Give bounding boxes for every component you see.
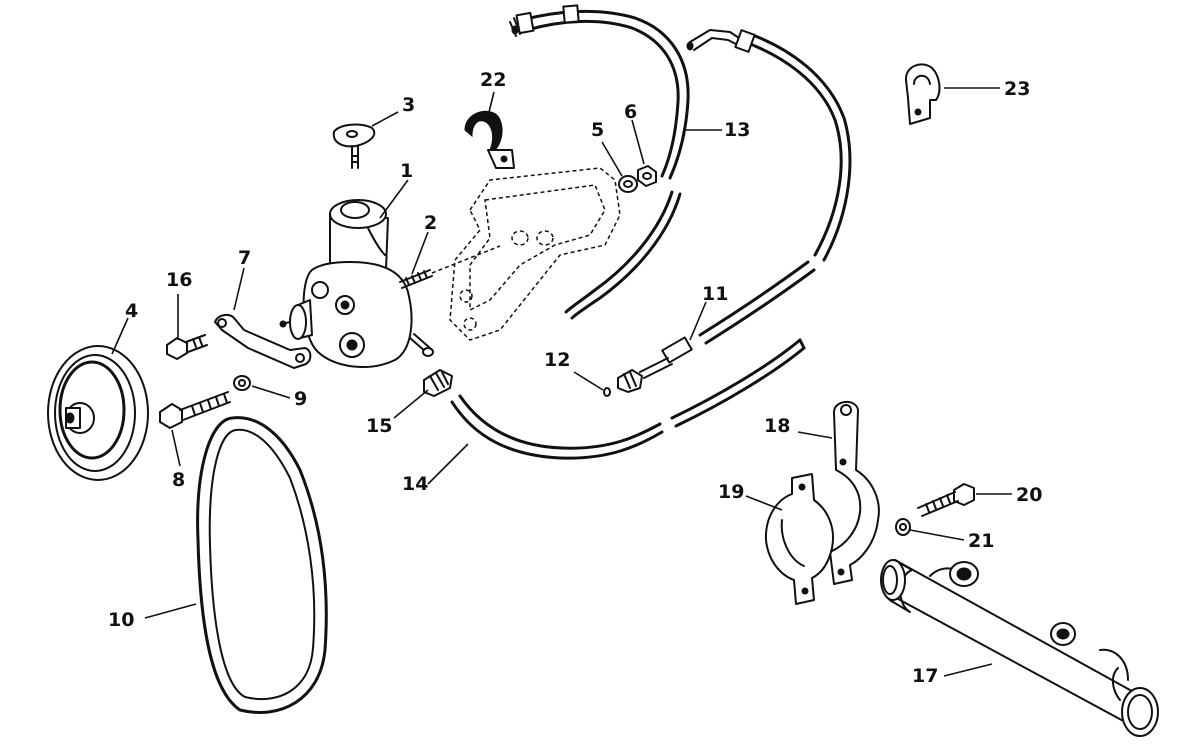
nut-part6 [637, 165, 657, 187]
hose-clamp-top [464, 110, 515, 169]
callout-9: 9 [294, 388, 307, 410]
mounting-strap-part18 [829, 401, 880, 585]
saddle-clamp-part19 [764, 473, 834, 605]
engine-bracket-phantom [449, 167, 621, 341]
callout-23: 23 [1004, 78, 1030, 100]
p-clamp [904, 63, 941, 125]
lock-washer [233, 375, 251, 391]
oil-cooler-part17 [880, 559, 1159, 737]
long-bolt [159, 391, 231, 429]
pump-bracket [214, 313, 312, 369]
return-hose-upper [686, 29, 852, 262]
callout-8: 8 [172, 469, 185, 491]
callout-21: 21 [968, 530, 994, 552]
o-ring [603, 387, 611, 397]
callout-20: 20 [1016, 484, 1042, 506]
mounting-stud [399, 245, 501, 289]
washer-part5 [618, 175, 638, 193]
pressure-hose-part13 [509, 4, 690, 320]
callout-22: 22 [480, 69, 506, 91]
callout-13: 13 [724, 119, 750, 141]
callout-15: 15 [366, 415, 392, 437]
callout-2: 2 [424, 212, 437, 234]
callout-3: 3 [402, 94, 415, 116]
callout-labels: 1 2 3 4 5 6 7 8 9 10 11 12 13 14 15 16 1… [108, 69, 1042, 687]
callout-19: 19 [718, 481, 744, 503]
callout-6: 6 [624, 101, 637, 123]
reservoir-cap [332, 123, 376, 169]
callout-7: 7 [238, 247, 251, 269]
callout-4: 4 [125, 300, 138, 322]
callout-11: 11 [702, 283, 728, 305]
bolt-part20 [917, 483, 975, 517]
callout-10: 10 [108, 609, 134, 631]
washer-part21 [895, 518, 911, 536]
callout-5: 5 [591, 119, 604, 141]
hose-fitting [423, 369, 453, 397]
power-steering-pump [279, 199, 434, 368]
callout-16: 16 [166, 269, 192, 291]
callout-18: 18 [764, 415, 790, 437]
callout-14: 14 [402, 473, 428, 495]
callout-1: 1 [400, 160, 413, 182]
callout-12: 12 [544, 349, 570, 371]
hose-assembly-part11 [617, 260, 816, 393]
short-bolt [166, 334, 208, 360]
callout-17: 17 [912, 665, 938, 687]
leader-lines [111, 87, 1012, 677]
hose-part14 [450, 338, 806, 460]
drive-belt [196, 416, 328, 714]
pulley [47, 345, 149, 481]
